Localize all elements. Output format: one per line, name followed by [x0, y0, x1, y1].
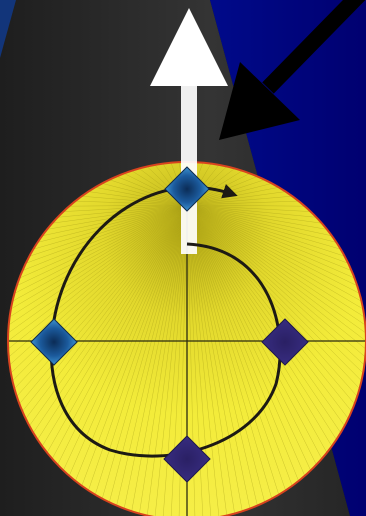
diagram-svg — [0, 0, 366, 516]
diagram-canvas — [0, 0, 366, 516]
